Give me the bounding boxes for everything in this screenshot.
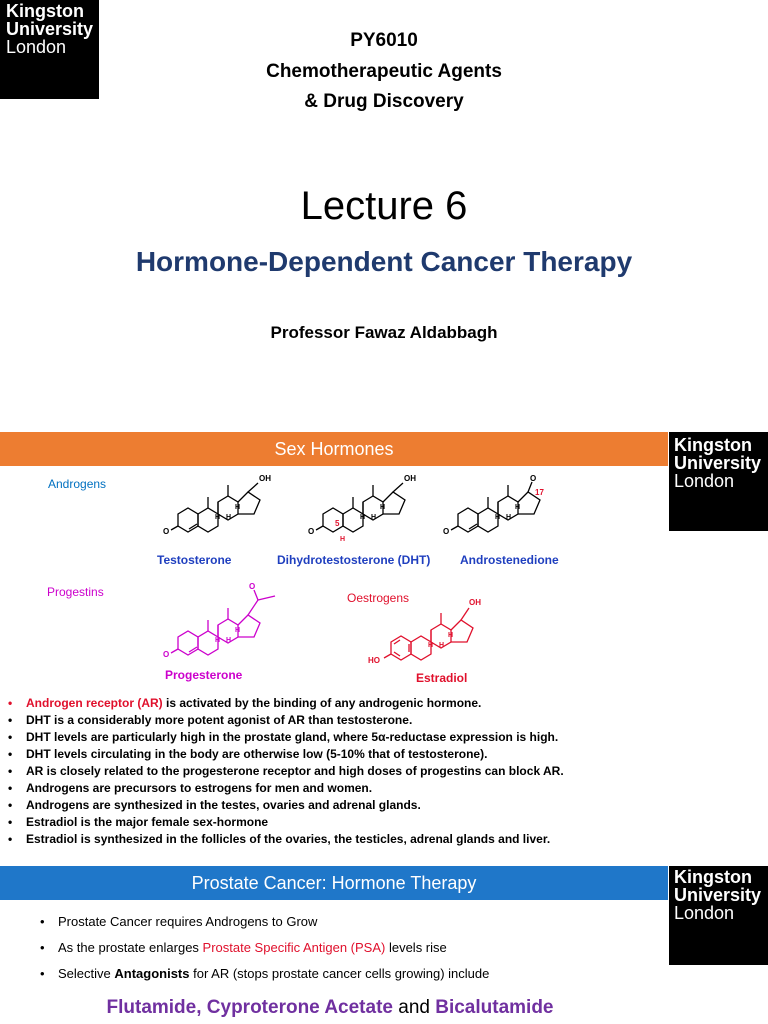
group-label-oestrogens: Oestrogens <box>347 591 410 605</box>
list-item: Prostate Cancer requires Androgens to Gr… <box>40 909 489 935</box>
o-label: O <box>443 527 449 536</box>
h-label: H <box>360 514 365 521</box>
list-item: DHT levels circulating in the body are o… <box>6 746 564 763</box>
conjunction: and <box>392 997 436 1018</box>
course-title-line-2: & Drug Discovery <box>304 91 464 112</box>
logo-line-1: Kingston <box>674 435 752 455</box>
list-item: Estradiol is synthesized in the follicle… <box>6 831 564 848</box>
h-label: H <box>495 514 500 521</box>
h-label: H <box>380 504 385 511</box>
h-label: H <box>226 637 231 644</box>
testosterone-structure: OH O H H H <box>163 474 271 536</box>
position-5-label: 5 <box>335 519 340 528</box>
drug-list-2: Bicalutamide <box>435 997 554 1018</box>
kingston-logo: Kingston University London <box>669 866 768 965</box>
list-item: Selective Antagonists for AR (stops pros… <box>40 961 489 987</box>
logo-line-1: Kingston <box>6 1 84 21</box>
lecture-subtitle: Hormone-Dependent Cancer Therapy <box>135 246 633 277</box>
logo-line-2: University <box>674 885 762 905</box>
logo-line-2: University <box>6 19 94 39</box>
logo-line-3: London <box>674 471 735 491</box>
list-item: As the prostate enlarges Prostate Specif… <box>40 935 489 961</box>
estradiol-structure: OH HO H H H <box>368 598 481 665</box>
slide-banner: Prostate Cancer: Hormone Therapy <box>0 866 668 900</box>
logo-line-1: Kingston <box>674 867 752 887</box>
h-label: H <box>506 514 511 521</box>
ho-label: HO <box>368 656 380 665</box>
dht-label: Dihydrotestosterone (DHT) <box>277 553 431 567</box>
h-label: H <box>340 536 345 543</box>
o-label: O <box>249 582 255 591</box>
drug-names: Flutamide, Cyproterone Acetate and Bical… <box>0 997 660 1019</box>
androstenedione-label: Androstenedione <box>460 553 559 567</box>
h-label: H <box>439 642 444 649</box>
list-item: Androgens are synthesized in the testes,… <box>6 797 564 814</box>
oh-label: OH <box>469 598 481 607</box>
kingston-logo: Kingston University London <box>669 432 768 531</box>
androgen-receptor-term: Androgen receptor (AR) <box>26 696 163 710</box>
psa-term: Prostate Specific Antigen (PSA) <box>202 940 386 955</box>
h-label: H <box>226 514 231 521</box>
list-item: DHT is a considerably more potent agonis… <box>6 712 564 729</box>
title-slide: Kingston University London PY6010 Chemot… <box>0 0 768 422</box>
list-item: Androgens are precursors to estrogens fo… <box>6 780 564 797</box>
hormone-facts-list: Androgen receptor (AR) is activated by t… <box>6 695 564 848</box>
antagonists-term: Antagonists <box>114 966 190 981</box>
h-label: H <box>215 637 220 644</box>
list-item: Androgen receptor (AR) is activated by t… <box>6 695 564 712</box>
dht-structure: OH O 5 H H H H <box>308 474 416 543</box>
position-17-label: 17 <box>535 488 544 497</box>
drug-list-1: Flutamide, Cyproterone Acetate <box>106 997 393 1018</box>
logo-line-3: London <box>6 37 67 57</box>
presenter-name: Professor Fawaz Aldabbagh <box>270 323 498 342</box>
prostate-therapy-list: Prostate Cancer requires Androgens to Gr… <box>40 909 489 987</box>
h-label: H <box>428 642 433 649</box>
group-label-progestins: Progestins <box>47 585 104 599</box>
o-label: O <box>163 650 169 659</box>
h-label: H <box>235 627 240 634</box>
kingston-logo: Kingston University London <box>0 0 99 99</box>
list-item-text: for AR (stops prostate cancer cells grow… <box>189 966 490 981</box>
group-label-androgens: Androgens <box>48 477 107 491</box>
list-item-text: As the prostate enlarges <box>58 940 203 955</box>
logo-line-3: London <box>674 903 735 923</box>
estradiol-label: Estradiol <box>416 671 468 685</box>
o-label: O <box>163 527 169 536</box>
list-item-text: levels rise <box>385 940 447 955</box>
list-item: DHT levels are particularly high in the … <box>6 729 564 746</box>
o-label: O <box>530 474 536 483</box>
h-label: H <box>515 504 520 511</box>
o-label: O <box>308 527 314 536</box>
prostate-cancer-slide: Prostate Cancer: Hormone Therapy Kingsto… <box>0 866 768 1024</box>
list-item-text: Selective <box>58 966 115 981</box>
h-label: H <box>235 504 240 511</box>
oh-label: OH <box>259 474 271 483</box>
list-item-text: is activated by the binding of any andro… <box>162 696 482 710</box>
progesterone-label: Progesterone <box>165 668 243 682</box>
h-label: H <box>371 514 376 521</box>
lecture-title: Lecture 6 <box>300 184 468 228</box>
list-item: AR is closely related to the progesteron… <box>6 763 564 780</box>
sex-hormones-slide: Sex Hormones Kingston University London … <box>0 432 768 858</box>
slide-banner: Sex Hormones <box>0 432 668 466</box>
androstenedione-structure: O 17 O H H H <box>443 474 544 536</box>
logo-line-2: University <box>674 453 762 473</box>
h-label: H <box>215 514 220 521</box>
h-label: H <box>448 632 453 639</box>
progesterone-structure: O O H H H <box>163 582 276 659</box>
course-code: PY6010 <box>350 30 418 51</box>
list-item: Estradiol is the major female sex-hormon… <box>6 814 564 831</box>
oh-label: OH <box>404 474 416 483</box>
testosterone-label: Testosterone <box>157 553 232 567</box>
course-title-line-1: Chemotherapeutic Agents <box>266 61 502 82</box>
